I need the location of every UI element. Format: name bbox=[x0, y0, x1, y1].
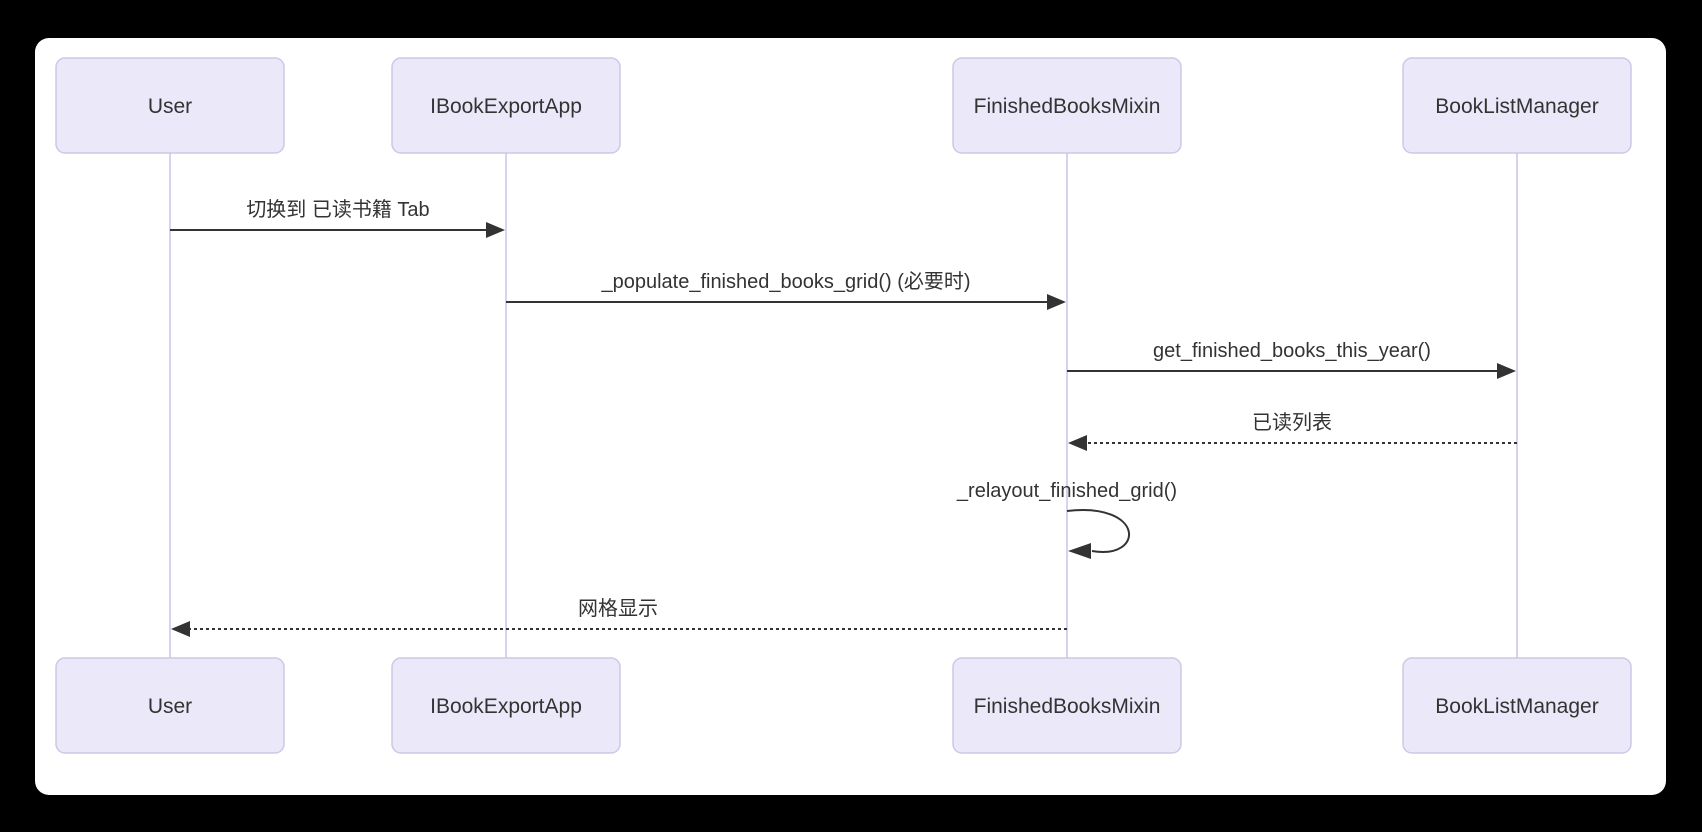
message-5-loop-line bbox=[1066, 509, 1130, 553]
message-4: 已读列表 bbox=[1068, 411, 1517, 451]
actor-label: User bbox=[148, 95, 192, 118]
actor-bottom-user: User bbox=[55, 657, 285, 754]
actor-box bbox=[1402, 57, 1632, 154]
actors-bottom: User IBookExportApp FinishedBooksMixin B… bbox=[55, 657, 1632, 754]
actor-box bbox=[1402, 657, 1632, 754]
message-3-arrowhead bbox=[1497, 363, 1516, 379]
actor-top-user: User bbox=[55, 57, 285, 154]
actor-label: User bbox=[148, 695, 192, 718]
actor-label: BookListManager bbox=[1435, 95, 1598, 118]
actor-bottom-booklistmanager: BookListManager bbox=[1402, 657, 1632, 754]
actor-bottom-finishedbooksmixin: FinishedBooksMixin bbox=[952, 657, 1182, 754]
actor-label: IBookExportApp bbox=[430, 95, 582, 118]
message-2: _populate_finished_books_grid() (必要时) bbox=[506, 270, 1066, 310]
message-5-label: _relayout_finished_grid() bbox=[956, 480, 1177, 502]
message-1: 切换到 已读书籍 Tab bbox=[170, 198, 505, 238]
message-3-label: get_finished_books_this_year() bbox=[1153, 340, 1431, 362]
actor-top-ibookexportapp: IBookExportApp bbox=[391, 57, 621, 154]
message-6-label: 网格显示 bbox=[578, 597, 658, 620]
diagram-canvas bbox=[35, 38, 1666, 795]
message-5-self-loop: _relayout_finished_grid() bbox=[956, 480, 1177, 559]
message-5-arrowhead bbox=[1068, 543, 1091, 559]
actor-top-finishedbooksmixin: FinishedBooksMixin bbox=[952, 57, 1182, 154]
message-4-arrowhead bbox=[1068, 435, 1087, 451]
actor-box bbox=[952, 657, 1182, 754]
actor-box bbox=[952, 57, 1182, 154]
actor-box bbox=[55, 57, 285, 154]
actor-box bbox=[391, 657, 621, 754]
actors-top: User IBookExportApp FinishedBooksMixin B… bbox=[55, 57, 1632, 154]
message-3: get_finished_books_this_year() bbox=[1067, 340, 1516, 379]
message-6-arrowhead bbox=[171, 621, 190, 637]
actor-label: FinishedBooksMixin bbox=[974, 695, 1161, 718]
actor-label: IBookExportApp bbox=[430, 695, 582, 718]
actor-box bbox=[391, 57, 621, 154]
message-2-arrowhead bbox=[1047, 294, 1066, 310]
message-4-label: 已读列表 bbox=[1252, 411, 1332, 434]
actor-bottom-ibookexportapp: IBookExportApp bbox=[391, 657, 621, 754]
actor-label: FinishedBooksMixin bbox=[974, 95, 1161, 118]
message-1-label: 切换到 已读书籍 Tab bbox=[246, 198, 429, 221]
actor-box bbox=[55, 657, 285, 754]
actor-top-booklistmanager: BookListManager bbox=[1402, 57, 1632, 154]
message-2-label: _populate_finished_books_grid() (必要时) bbox=[600, 270, 970, 293]
message-6: 网格显示 bbox=[171, 597, 1067, 637]
message-1-arrowhead bbox=[486, 222, 505, 238]
actor-label: BookListManager bbox=[1435, 695, 1598, 718]
lifelines bbox=[169, 153, 1518, 658]
